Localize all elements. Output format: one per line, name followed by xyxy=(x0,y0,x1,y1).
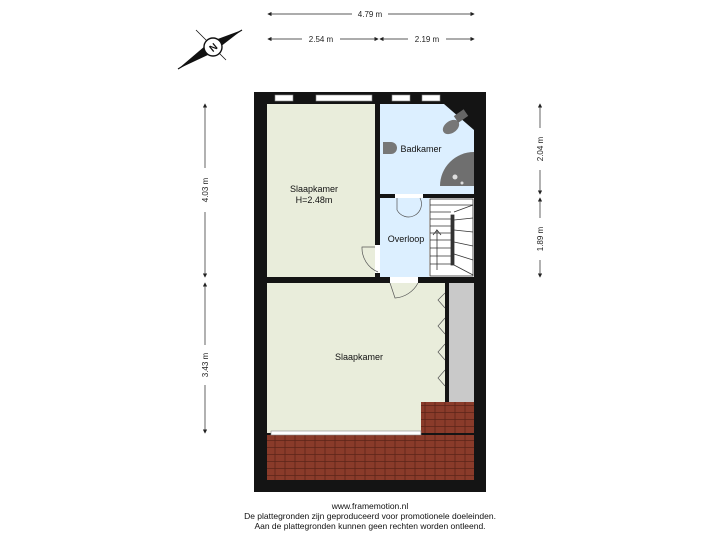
label-slaapkamer-bottom: Slaapkamer xyxy=(335,352,383,362)
dim-right-upper: 2.04 m xyxy=(536,136,545,161)
compass-icon: N xyxy=(177,29,243,70)
toilet-icon xyxy=(442,109,469,135)
footer-line-1: De plattegronden zijn geproduceerd voor … xyxy=(244,511,496,521)
label-slaapkamer-top: Slaapkamer xyxy=(290,184,338,194)
room-overloop xyxy=(380,198,429,277)
footer-url: www.framemotion.nl xyxy=(331,501,409,511)
room-slaapkamer-bottom xyxy=(267,283,449,433)
dim-right-lower: 1.89 m xyxy=(536,226,545,251)
built-in-closet xyxy=(449,283,474,402)
dim-left-upper: 4.03 m xyxy=(201,177,210,202)
dim-left-lower: 3.43 m xyxy=(201,352,210,377)
staircase xyxy=(429,198,474,277)
dim-total-width: 4.79 m xyxy=(358,10,383,19)
footer-line-2: Aan de plattegronden kunnen geen rechten… xyxy=(254,521,485,531)
shower-icon xyxy=(440,152,474,186)
label-badkamer: Badkamer xyxy=(400,144,441,154)
sink-icon xyxy=(383,142,397,154)
room-slaapkamer-top xyxy=(267,104,375,277)
dimension-lines xyxy=(202,11,543,434)
roof-tiles-right xyxy=(421,402,474,433)
doors xyxy=(361,194,446,387)
label-overloop: Overloop xyxy=(388,234,425,244)
roof-tiles-bottom xyxy=(267,435,474,480)
windows xyxy=(270,94,441,436)
label-room-height: H=2.48m xyxy=(296,195,333,205)
dim-right-width: 2.19 m xyxy=(415,35,440,44)
dim-left-width: 2.54 m xyxy=(309,35,334,44)
